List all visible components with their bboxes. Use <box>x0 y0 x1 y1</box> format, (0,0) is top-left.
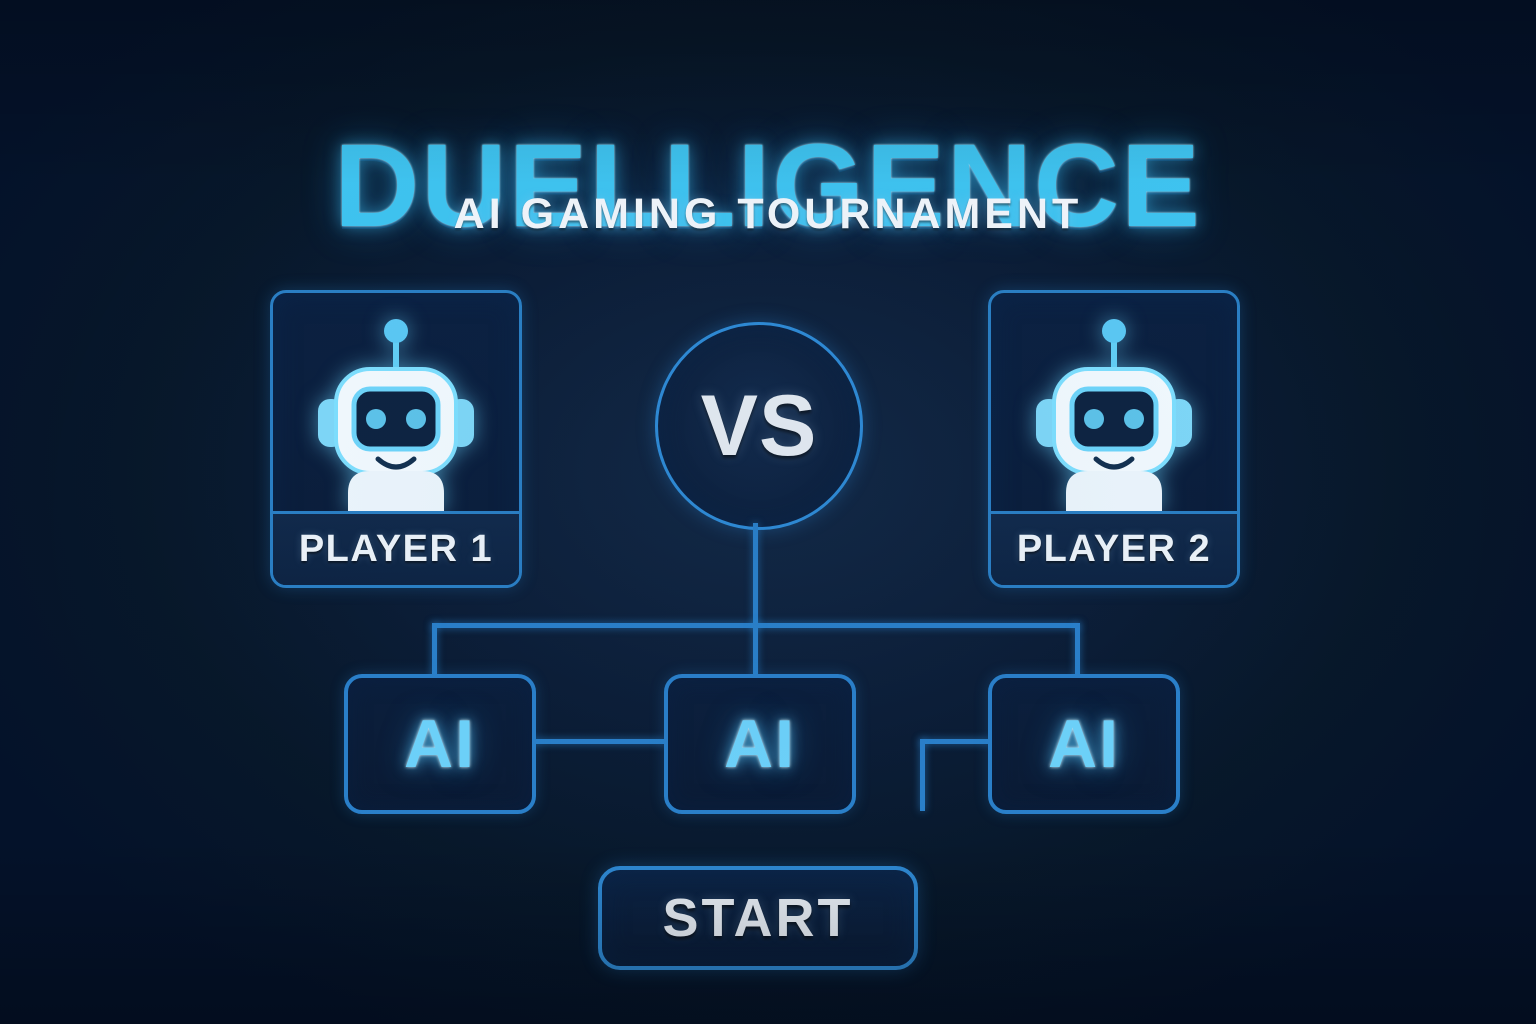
robot-icon <box>1036 319 1192 511</box>
connector-drop-left <box>432 623 437 679</box>
player-2-label-band: PLAYER 2 <box>991 511 1237 585</box>
player-card-2[interactable]: PLAYER 2 <box>988 290 1240 588</box>
versus-badge: VS <box>655 322 863 530</box>
ai-node-2[interactable]: AI <box>664 674 856 814</box>
connector-stub-vertical <box>920 739 925 811</box>
ai-node-1[interactable]: AI <box>344 674 536 814</box>
page-title: DUELLIGENCE <box>334 120 1202 253</box>
connector-stub-horizontal <box>920 739 990 744</box>
robot-icon <box>318 319 474 511</box>
ai-node-3-label: AI <box>1048 706 1120 782</box>
player-card-1[interactable]: PLAYER 1 <box>270 290 522 588</box>
player-2-avatar-area <box>991 293 1237 511</box>
connector-ai1-ai2 <box>528 739 666 744</box>
page-subtitle: AI GAMING TOURNAMENT <box>453 190 1083 238</box>
ai-node-3[interactable]: AI <box>988 674 1180 814</box>
player-1-label-band: PLAYER 1 <box>273 511 519 585</box>
start-button-label: START <box>662 888 854 948</box>
versus-label: VS <box>700 377 818 474</box>
player-1-label: PLAYER 1 <box>298 528 494 570</box>
connector-drop-right <box>1075 623 1080 679</box>
player-1-avatar-area <box>273 293 519 511</box>
connector-drop-middle <box>753 623 758 677</box>
ai-node-2-label: AI <box>724 706 796 782</box>
connector-vs-to-bus <box>753 523 758 627</box>
start-button[interactable]: START <box>598 866 918 970</box>
ai-node-1-label: AI <box>404 706 476 782</box>
player-2-label: PLAYER 2 <box>1016 528 1212 570</box>
